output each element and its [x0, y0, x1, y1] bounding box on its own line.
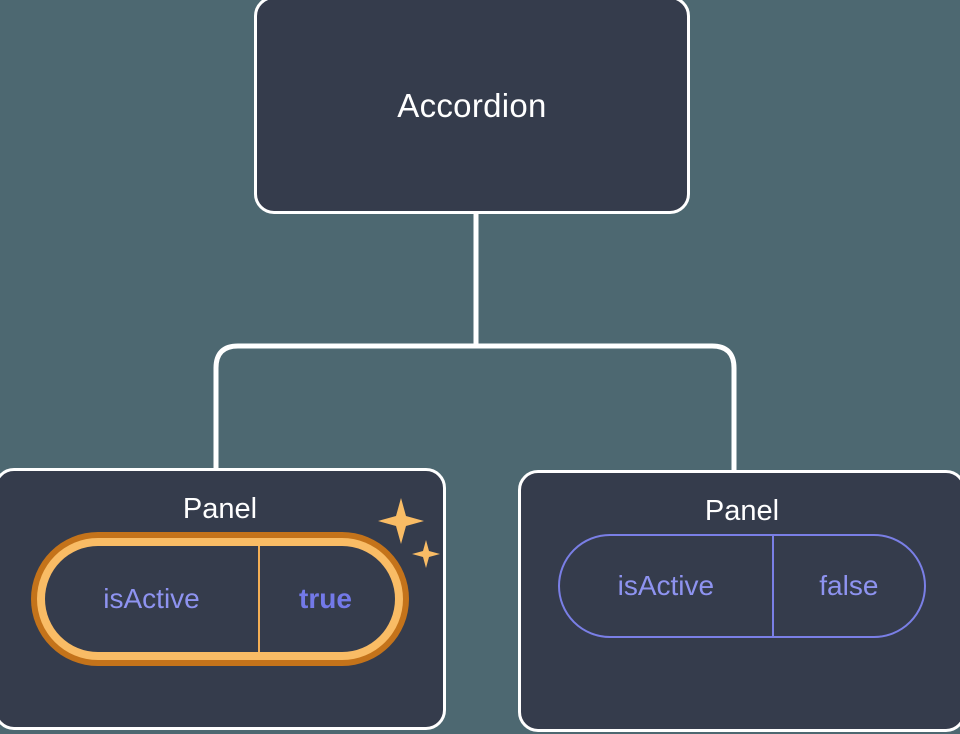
- prop-pill-left-highlight-ring-inner: isActive true: [37, 538, 403, 660]
- node-panel-left-title: Panel: [182, 493, 258, 525]
- prop-pill-right-key: isActive: [617, 570, 715, 601]
- connector-branch-bar: [213, 343, 737, 478]
- node-accordion-title: Accordion: [397, 86, 547, 124]
- node-panel-right-title: Panel: [704, 495, 780, 527]
- prop-pill-right[interactable]: isActive false: [558, 534, 926, 638]
- prop-pill-left[interactable]: isActive true: [45, 546, 395, 652]
- prop-pill-left-key: isActive: [103, 583, 200, 614]
- prop-pill-left-highlight-ring: isActive true: [31, 532, 409, 666]
- prop-pill-right-wrap: isActive false: [558, 534, 926, 638]
- prop-pill-left-key-cell: isActive: [45, 546, 258, 652]
- prop-pill-left-value-cell: true: [258, 546, 391, 652]
- prop-pill-right-value-cell: false: [771, 536, 924, 636]
- prop-pill-left-value: true: [299, 583, 352, 614]
- node-panel-left[interactable]: Panel isActive true: [0, 468, 446, 730]
- prop-pill-right-value: false: [819, 570, 879, 601]
- prop-pill-left-wrap: isActive true: [31, 498, 440, 666]
- prop-pill-right-key-cell: isActive: [560, 536, 772, 636]
- node-panel-right[interactable]: Panel isActive false: [518, 470, 960, 732]
- node-accordion[interactable]: Accordion: [254, 0, 690, 214]
